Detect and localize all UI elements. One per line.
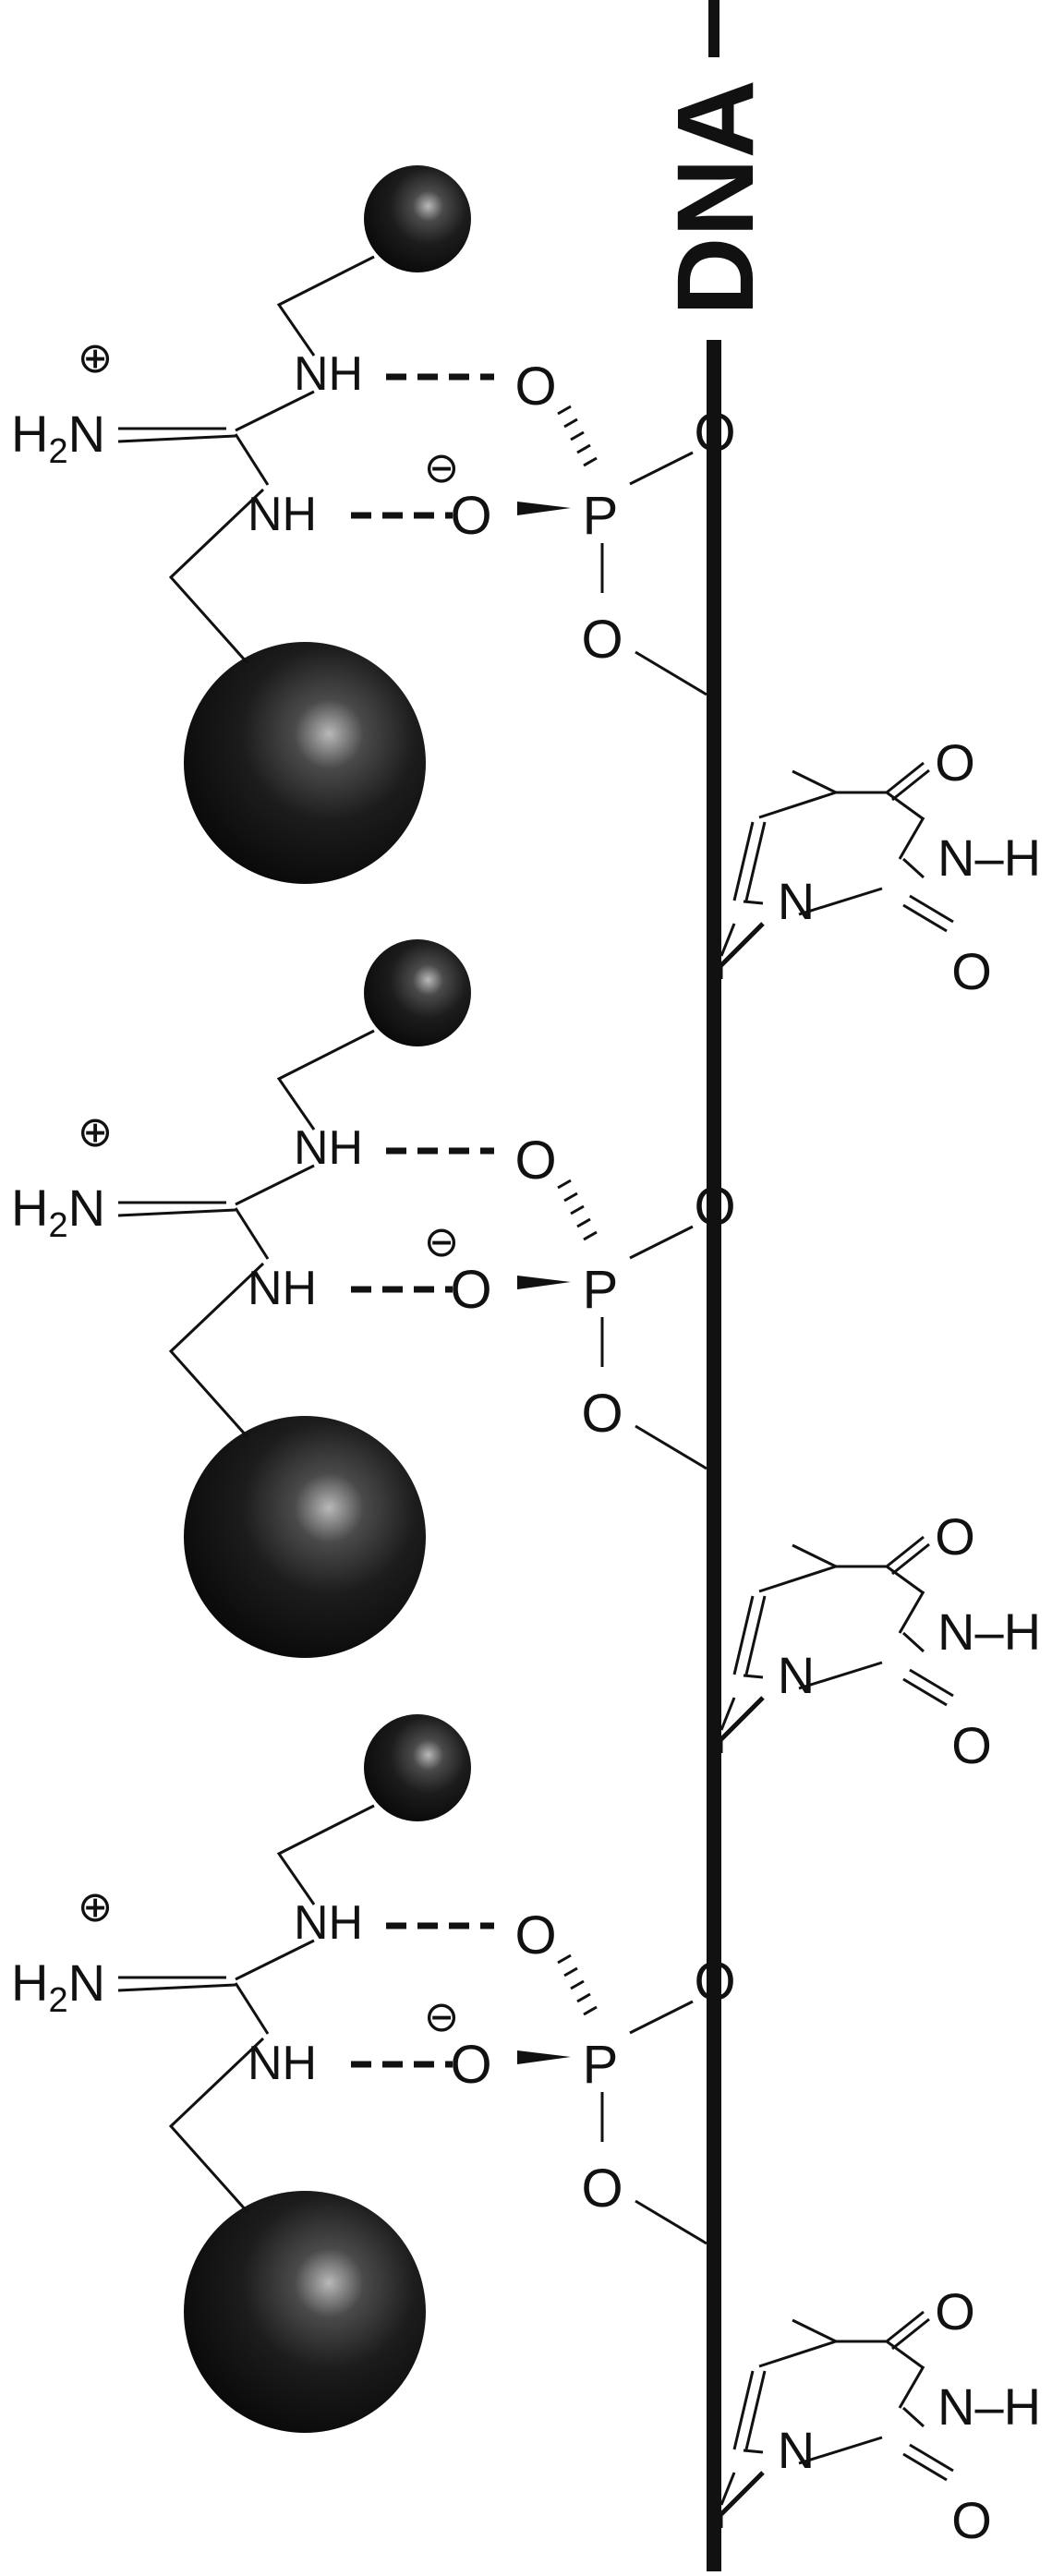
large-sphere [184,2191,426,2433]
phosphorus-label: P [583,2035,619,2095]
guanidine-bond-bottom [234,1982,270,2035]
phosphate-oxygen-backbone: O [694,1952,735,2012]
small-sphere [364,1714,471,1821]
large-sphere-linker [168,488,265,664]
amine-label: H2N [11,1179,105,1245]
repeat-units: ⊕H2NNHNHOO⊖POONN–HOO⊕H2NNHNHOO⊖POONN–HOO… [11,165,1041,2549]
o-backbone-bond [635,2199,707,2245]
large-sphere-linker [168,1262,265,1438]
wedge-bond [517,2050,571,2064]
guanidine-bond-bottom [234,1207,270,1260]
nh-label-top: NH [294,347,363,401]
base-oxygen-bottom: O [951,942,992,1000]
double-bond-line-2 [117,434,236,443]
p-o-backbone-bond [629,1225,694,1260]
nh-label-bottom: NH [248,1262,317,1315]
positive-charge-icon: ⊕ [78,333,114,381]
thymine-ring [719,761,954,979]
thymine-ring [719,1535,954,1753]
phosphate-oxygen-top: O [514,357,556,417]
large-sphere [184,1416,426,1658]
backbone-segment-top [708,0,719,57]
large-sphere-linker [168,2037,265,2213]
negative-charge-icon: ⊖ [424,443,460,491]
phosphate-oxygen-charged: O [450,486,491,546]
thymine-ring [719,2310,954,2528]
double-bond-line-2 [117,1983,236,1992]
base-oxygen-top: O [935,2282,975,2340]
base-oxygen-bottom: O [951,2491,992,2549]
base-nitrogen-label: N [778,2421,815,2479]
small-sphere-linker [276,1804,375,1905]
positive-charge-icon: ⊕ [78,1107,114,1155]
nh-label-bottom: NH [248,488,317,541]
backbone-line [707,340,721,2571]
phosphate-oxygen-top: O [514,1131,556,1191]
phosphorus-label: P [583,1260,619,1320]
phosphate-oxygen-top: O [514,1905,556,1965]
base-oxygen-top: O [935,733,975,792]
positive-charge-icon: ⊕ [78,1882,114,1930]
p-o-backbone-bond [629,2000,694,2035]
phosphate-oxygen-backbone: O [694,403,735,463]
negative-charge-icon: ⊖ [424,1992,460,2040]
base-oxygen-bottom: O [951,1716,992,1774]
guanidine-bond-top [235,390,315,432]
nh-label-top: NH [294,1121,363,1175]
phosphate-oxygen-backbone: O [694,1177,735,1237]
phosphorus-label: P [583,486,619,546]
guanidine-bond-bottom [234,433,270,486]
small-sphere [364,165,471,272]
wedge-bond [517,1276,571,1289]
guanidine-bond-top [235,1939,315,1981]
nh-label-top: NH [294,1896,363,1950]
nh-label-bottom: NH [248,2037,317,2090]
dna-backbone: DNA [655,0,777,2571]
amine-label: H2N [11,1953,105,2020]
small-sphere [364,939,471,1046]
p-o-backbone-bond [629,451,694,486]
phosphate-oxygen-bottom: O [581,2159,623,2219]
small-sphere-linker [276,1029,375,1131]
amine-label: H2N [11,405,105,471]
dna-label: DNA [655,79,777,316]
base-nh-label: N–H [937,2377,1041,2436]
phosphate-oxygen-bottom: O [581,1384,623,1444]
hashed-bond [557,405,598,467]
base-nh-label: N–H [937,828,1041,887]
hashed-bond [557,1953,598,2016]
base-nitrogen-label: N [778,872,815,930]
phosphate-oxygen-bottom: O [581,610,623,670]
large-sphere [184,642,426,884]
double-bond-line-2 [117,1208,236,1217]
hashed-bond [557,1179,598,1241]
base-nh-label: N–H [937,1602,1041,1661]
o-backbone-bond [635,1424,707,1470]
base-nitrogen-label: N [778,1646,815,1704]
wedge-bond [517,502,571,515]
o-backbone-bond [635,650,707,696]
phosphate-oxygen-charged: O [450,1260,491,1320]
small-sphere-linker [276,255,375,357]
negative-charge-icon: ⊖ [424,1217,460,1265]
phosphate-oxygen-charged: O [450,2035,491,2095]
guanidine-bond-top [235,1164,315,1206]
base-oxygen-top: O [935,1507,975,1566]
